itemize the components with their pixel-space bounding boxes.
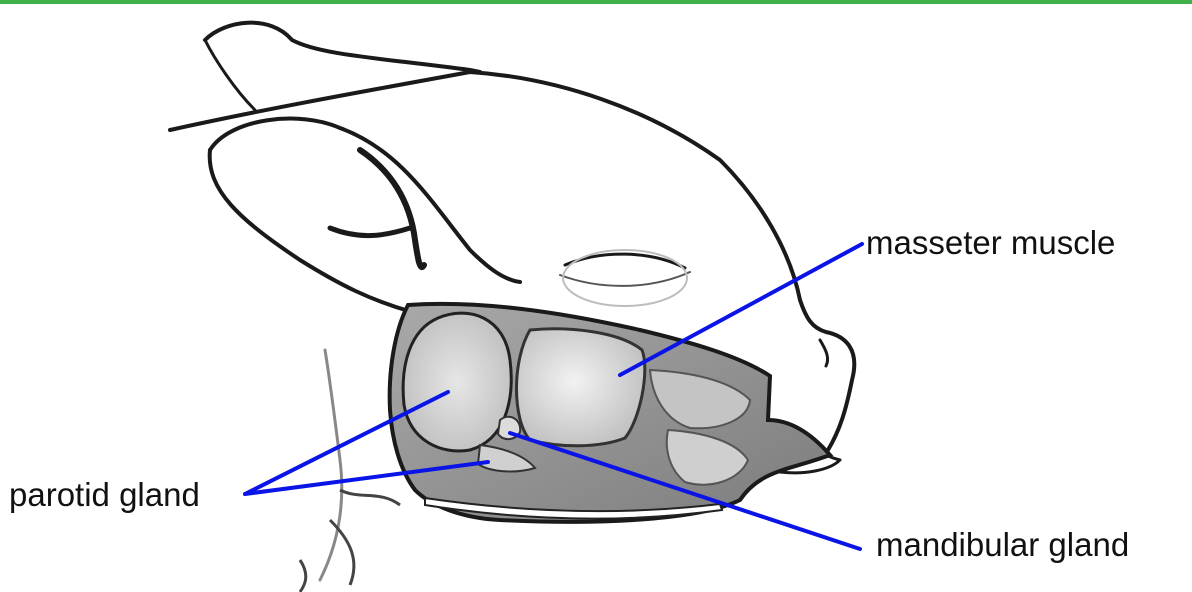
- label-parotid-gland: parotid gland: [9, 478, 200, 511]
- parotid-gland-shape: [403, 313, 511, 451]
- dissection-region: [390, 304, 830, 522]
- masseter-muscle-shape: [517, 329, 645, 446]
- neck-hair: [300, 490, 400, 592]
- label-mandibular-gland: mandibular gland: [876, 528, 1129, 561]
- label-masseter-muscle: masseter muscle: [866, 226, 1115, 259]
